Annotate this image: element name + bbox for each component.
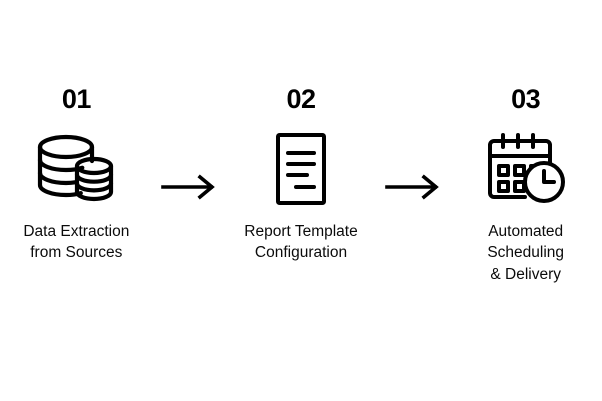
arrow-right-icon [153,149,225,225]
database-stack-icon [33,131,119,207]
document-lines-icon [258,131,344,207]
arrow-right-icon [377,149,449,225]
step-label-2: Report Template Configuration [244,223,358,262]
step-number-3: 03 [511,84,541,114]
step-label-3: Automated Scheduling & Delivery [487,223,565,283]
step-number-2: 02 [286,84,316,114]
calendar-clock-icon [483,131,569,207]
step-label-1: Data Extraction from Sources [23,223,130,262]
process-step-2: 02 Report Template Configuration [225,86,378,264]
step-number-1: 01 [61,84,92,114]
process-step-1: 01 Data Extraction from Sources [0,86,153,264]
process-step-3: 03 [449,86,602,285]
